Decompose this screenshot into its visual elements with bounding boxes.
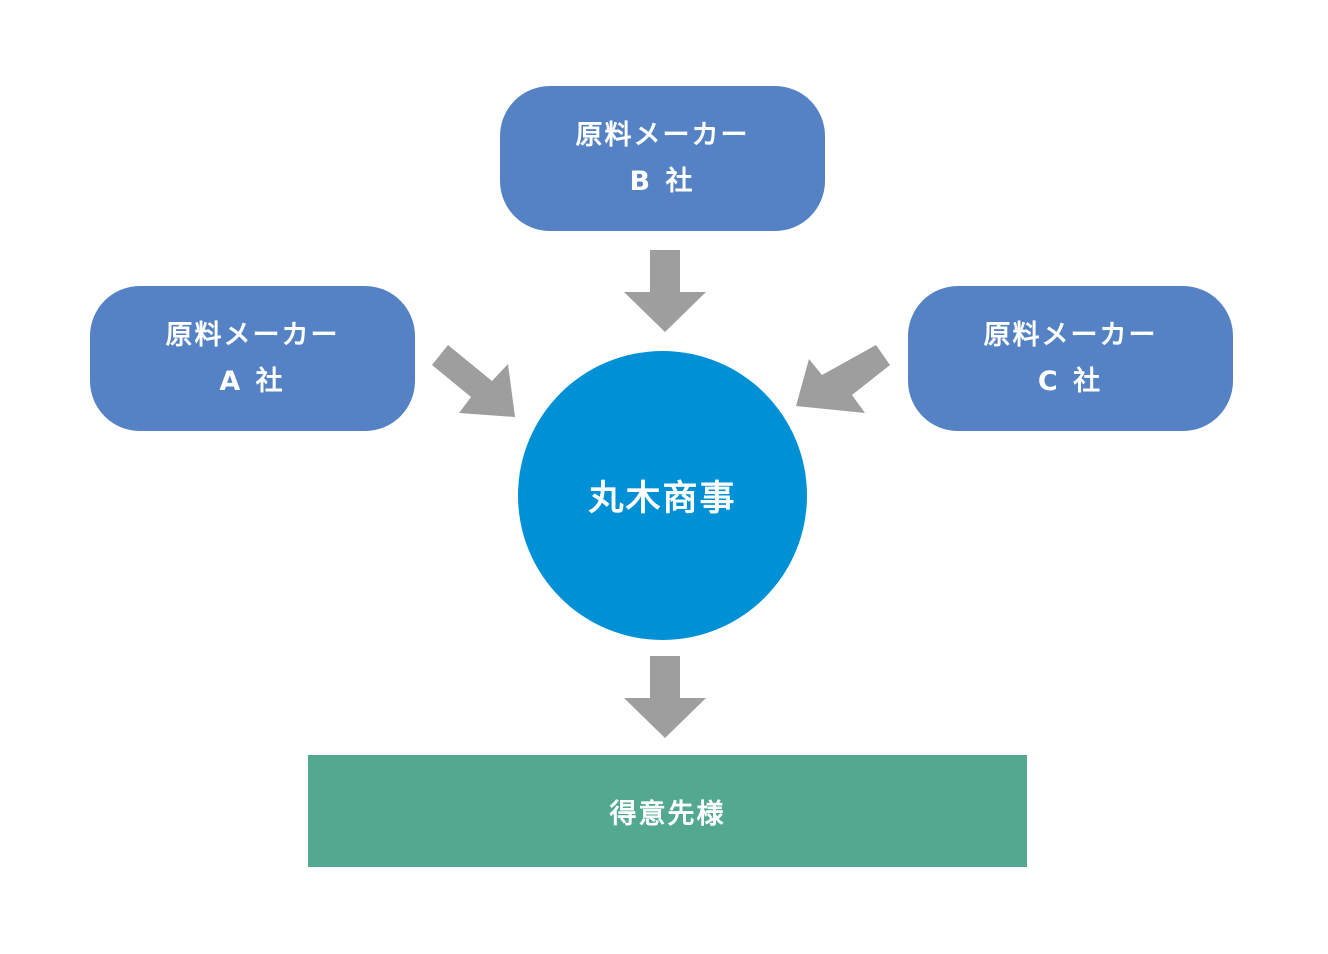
maker-a-label-line1: 原料メーカー xyxy=(165,319,340,351)
maker-b-label-line1: 原料メーカー xyxy=(575,119,750,151)
maker-a-node: 原料メーカー A 社 xyxy=(90,286,415,431)
maker-c-label-line2: C 社 xyxy=(1037,365,1104,397)
arrow-a-to-center xyxy=(432,345,515,417)
maker-b-label-line2: B 社 xyxy=(629,165,696,197)
customer-label: 得意先様 xyxy=(609,798,726,830)
maker-b-node: 原料メーカー B 社 xyxy=(500,86,825,231)
maker-c-node: 原料メーカー C 社 xyxy=(908,286,1233,431)
arrow-center-to-customer xyxy=(624,656,706,738)
customer-node: 得意先様 xyxy=(308,755,1027,867)
arrow-b-to-center xyxy=(624,250,706,332)
center-company-node: 丸木商事 xyxy=(518,351,807,640)
maker-c-label-line1: 原料メーカー xyxy=(983,319,1158,351)
center-company-label: 丸木商事 xyxy=(588,479,737,519)
arrow-c-to-center xyxy=(796,345,890,413)
maker-a-label-line2: A 社 xyxy=(219,365,286,397)
